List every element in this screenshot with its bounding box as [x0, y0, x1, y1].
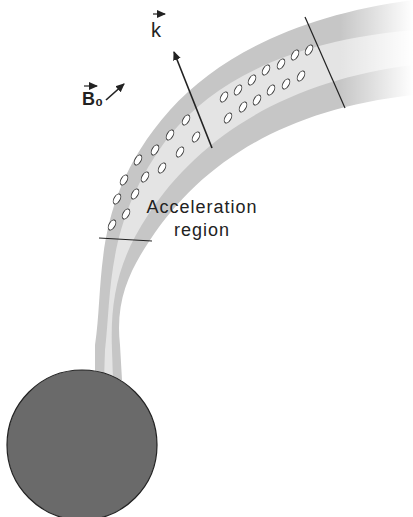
vector-accent — [84, 85, 97, 86]
field-label: B₀ — [82, 88, 103, 111]
star — [7, 370, 157, 517]
region-boundary — [99, 238, 152, 241]
wave-vector-label: k — [151, 17, 161, 43]
region-label: Acceleration region — [136, 196, 268, 243]
flux-tube — [95, 0, 413, 380]
field-arrow — [106, 84, 124, 100]
vector-accent — [153, 13, 165, 14]
region-boundary — [305, 17, 345, 108]
wave-vector-line — [174, 52, 212, 148]
tube-fade — [340, 0, 413, 120]
